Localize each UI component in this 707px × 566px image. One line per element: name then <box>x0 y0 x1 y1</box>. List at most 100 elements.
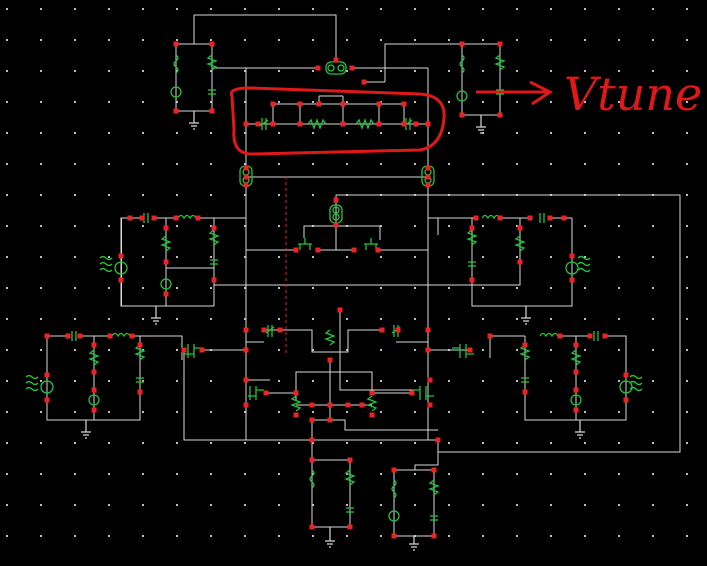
grid-dot <box>108 256 110 258</box>
pin-marker <box>340 101 346 107</box>
grid-dot <box>176 39 178 41</box>
grid-dot <box>380 473 382 475</box>
pin-marker <box>163 225 169 231</box>
components[interactable] <box>25 54 643 522</box>
grid-dot <box>686 473 688 475</box>
grid-dot <box>652 70 654 72</box>
grid-dot <box>414 225 416 227</box>
grid-dot <box>6 349 8 351</box>
grid-dot <box>108 380 110 382</box>
grid-dot <box>482 70 484 72</box>
pin-marker <box>473 215 479 221</box>
grid-dot <box>312 411 314 413</box>
grid-dot <box>6 101 8 103</box>
grid-dot <box>584 8 586 10</box>
grid-dot <box>346 380 348 382</box>
grid-dot <box>380 349 382 351</box>
grid-dot <box>414 442 416 444</box>
pin-marker <box>425 327 431 333</box>
grid-dot <box>346 287 348 289</box>
grid-dot <box>278 349 280 351</box>
pin-marker <box>333 222 339 228</box>
pin-marker <box>91 387 97 393</box>
grid-dot <box>380 318 382 320</box>
grid-dot <box>278 194 280 196</box>
pin-marker <box>425 347 431 353</box>
grid-dot <box>142 163 144 165</box>
pin-marker <box>623 372 629 378</box>
pin-marker <box>413 121 419 127</box>
grid-dot <box>584 349 586 351</box>
grid-dot <box>278 318 280 320</box>
pin-marker <box>569 277 575 283</box>
grid-dot <box>414 473 416 475</box>
pin-marker <box>309 417 315 423</box>
grid-dot <box>482 380 484 382</box>
grid-dot <box>244 101 246 103</box>
grid-dot <box>278 442 280 444</box>
grid-dot <box>210 256 212 258</box>
pin-marker <box>409 390 415 396</box>
grid-dot <box>516 132 518 134</box>
grid-dot <box>550 504 552 506</box>
grid-dot <box>312 194 314 196</box>
grid-dot <box>176 256 178 258</box>
grid-dot <box>516 442 518 444</box>
grid-dot <box>550 225 552 227</box>
pin-marker <box>467 347 473 353</box>
grid-dot <box>380 535 382 537</box>
grid-dot <box>6 442 8 444</box>
pin-marker <box>297 101 303 107</box>
grid-dot <box>618 349 620 351</box>
grid-dot <box>6 535 8 537</box>
grid-dot <box>74 163 76 165</box>
grid-dot <box>652 101 654 103</box>
pin-marker <box>309 402 315 408</box>
pin-marker <box>243 165 249 171</box>
grid-dot <box>74 287 76 289</box>
pin-marker <box>163 291 169 297</box>
grid-dot <box>516 39 518 41</box>
grid-dot <box>40 442 42 444</box>
grid-dot <box>278 411 280 413</box>
grid-dot <box>686 70 688 72</box>
grid-dot <box>380 8 382 10</box>
pin-marker <box>425 182 431 188</box>
grid-dot <box>618 225 620 227</box>
grid-dot <box>40 380 42 382</box>
grid-dot <box>584 225 586 227</box>
grid-dot <box>380 442 382 444</box>
pin-marker <box>359 402 365 408</box>
grid-dot <box>618 101 620 103</box>
grid-dot <box>448 504 450 506</box>
grid-dot <box>108 411 110 413</box>
pin-marker <box>547 215 553 221</box>
grid-dot <box>414 380 416 382</box>
pin-marker <box>527 215 533 221</box>
grid-dot <box>108 70 110 72</box>
grid-dot <box>584 442 586 444</box>
grid-dot <box>244 39 246 41</box>
pin-marker <box>315 65 321 71</box>
grid-dot <box>448 256 450 258</box>
grid-dot <box>482 473 484 475</box>
grid-dot <box>448 380 450 382</box>
grid-dot <box>686 287 688 289</box>
grid-dot <box>686 442 688 444</box>
grid-dot <box>40 225 42 227</box>
pin-marker <box>293 412 299 418</box>
grid-dot <box>312 318 314 320</box>
grid-dot <box>142 39 144 41</box>
pin-marker <box>522 342 528 348</box>
pin-marker <box>243 402 249 408</box>
pin-marker <box>351 247 357 253</box>
grid-dot <box>244 225 246 227</box>
pin-marker <box>569 253 575 259</box>
grid-dot <box>686 101 688 103</box>
pin-marker <box>243 182 249 188</box>
pin-marker <box>602 333 608 339</box>
grid-dot <box>6 318 8 320</box>
pin-marker <box>517 225 523 231</box>
grid-dot <box>312 163 314 165</box>
